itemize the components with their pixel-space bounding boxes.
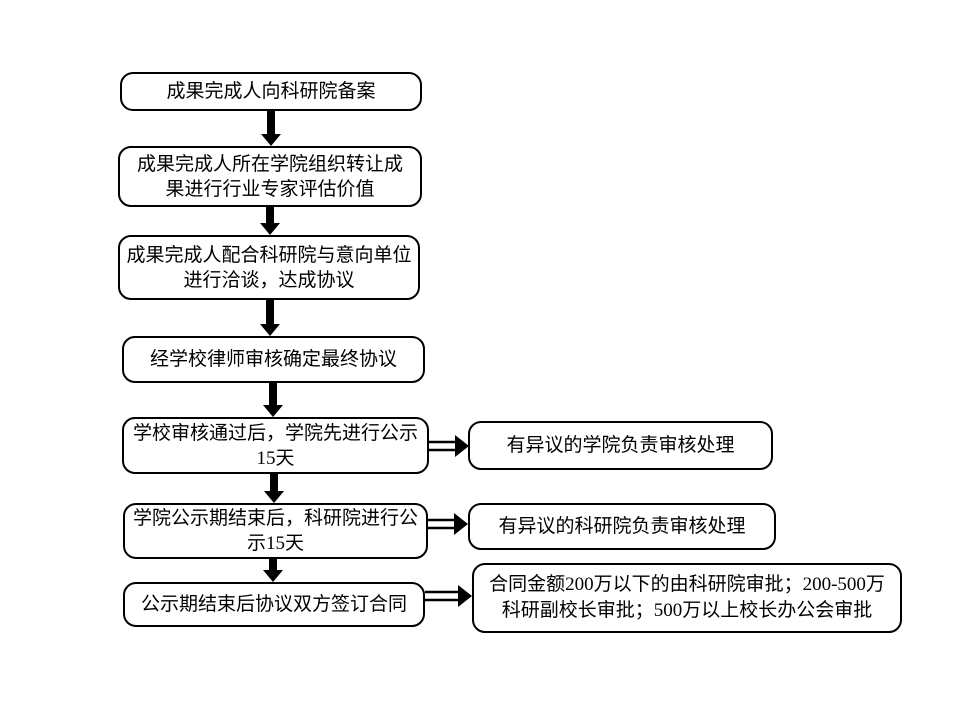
flow-step-7-box: 公示期结束后协议双方签订合同	[123, 582, 425, 627]
side-note-2-box: 有异议的科研院负责审核处理	[468, 503, 776, 550]
side-note-3-label: 合同金额200万以下的由科研院审批；200-500万 科研副校长审批；500万以…	[489, 574, 885, 621]
side-note-2-label: 有异议的科研院负责审核处理	[498, 516, 746, 537]
flow-step-2-label: 成果完成人所在学院组织转让成 果进行行业专家评估价值	[136, 153, 403, 200]
flow-step-4-box: 经学校律师审核确定最终协议	[122, 336, 425, 383]
side-note-3-box: 合同金额200万以下的由科研院审批；200-500万 科研副校长审批；500万以…	[472, 563, 902, 633]
flow-step-2-box: 成果完成人所在学院组织转让成 果进行行业专家评估价值	[118, 146, 422, 207]
arrow-down-5-icon	[262, 474, 286, 503]
flow-step-3-label: 成果完成人配合科研院与意向单位 进行洽谈，达成协议	[126, 244, 412, 291]
side-note-1-box: 有异议的学院负责审核处理	[468, 421, 773, 470]
arrow-right-3-icon	[425, 583, 472, 609]
arrow-down-4-icon	[261, 383, 285, 417]
arrow-right-1-icon	[429, 433, 469, 459]
arrow-right-2-icon	[428, 511, 468, 537]
arrow-down-3-icon	[258, 300, 282, 336]
flow-step-5-box: 学校审核通过后，学院先进行公示 15天	[122, 417, 429, 474]
arrow-down-1-icon	[259, 111, 283, 146]
flow-step-4-label: 经学校律师审核确定最终协议	[149, 349, 397, 370]
flow-step-6-label: 学院公示期结束后，科研院进行公 示15天	[132, 508, 418, 554]
flow-step-7-label: 公示期结束后协议双方签订合同	[140, 594, 407, 615]
flow-step-6-box: 学院公示期结束后，科研院进行公 示15天	[123, 503, 428, 559]
flow-step-3-box: 成果完成人配合科研院与意向单位 进行洽谈，达成协议	[118, 235, 420, 300]
flow-step-1-label: 成果完成人向科研院备案	[166, 81, 376, 102]
arrow-down-2-icon	[258, 206, 282, 235]
side-note-1-label: 有异议的学院负责审核处理	[506, 435, 735, 456]
arrow-down-6-icon	[261, 559, 285, 582]
flow-step-5-label: 学校审核通过后，学院先进行公示 15天	[132, 422, 418, 469]
flow-step-1-box: 成果完成人向科研院备案	[120, 72, 422, 111]
